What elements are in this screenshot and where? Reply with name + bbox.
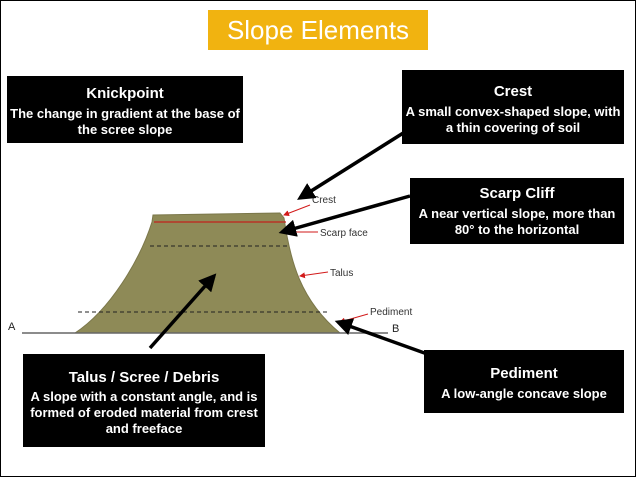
scarp-cliff-text: A near vertical slope, more than 80° to … — [418, 206, 616, 237]
scarp-callout-arrow — [278, 194, 411, 237]
diagram-label-crest: Crest — [312, 195, 336, 206]
pediment-box: Pediment A low-angle concave slope — [424, 350, 624, 413]
pediment-callout-arrow — [334, 318, 431, 357]
scarp-cliff-heading: Scarp Cliff — [479, 185, 555, 202]
pediment-heading: Pediment — [490, 365, 558, 382]
talus-callout-arrow — [148, 273, 217, 350]
point-b-label: B — [392, 323, 399, 335]
knickpoint-box: Knickpoint The change in gradient at the… — [7, 76, 243, 143]
crest-heading: Crest — [493, 83, 533, 100]
hill-shape — [30, 212, 380, 334]
talus-box: Talus / Scree / Debris A slope with a co… — [23, 354, 265, 447]
crest-text: A small convex-shaped slope, with a thin… — [405, 104, 621, 135]
crest-label-arrow — [283, 204, 311, 217]
talus-text: A slope with a constant angle, and is fo… — [30, 389, 258, 436]
diagram-label-scarp-face: Scarp face — [320, 228, 368, 239]
talus-heading: Talus / Scree / Debris — [68, 369, 220, 386]
page-title: Slope Elements — [208, 10, 428, 50]
scarp-cliff-box: Scarp Cliff A near vertical slope, more … — [410, 178, 624, 244]
pediment-text: A low-angle concave slope — [441, 386, 607, 401]
knickpoint-heading: Knickpoint — [86, 85, 164, 102]
crest-callout-arrow — [297, 128, 409, 200]
diagram-label-pediment: Pediment — [370, 307, 412, 318]
diagram-label-talus: Talus — [330, 268, 353, 279]
knickpoint-text: The change in gradient at the base of th… — [10, 106, 240, 137]
point-a-label: A — [8, 321, 16, 333]
pediment-label-arrow — [339, 313, 369, 324]
crest-box: Crest A small convex-shaped slope, with … — [402, 70, 624, 144]
talus-label-arrow — [299, 271, 329, 279]
